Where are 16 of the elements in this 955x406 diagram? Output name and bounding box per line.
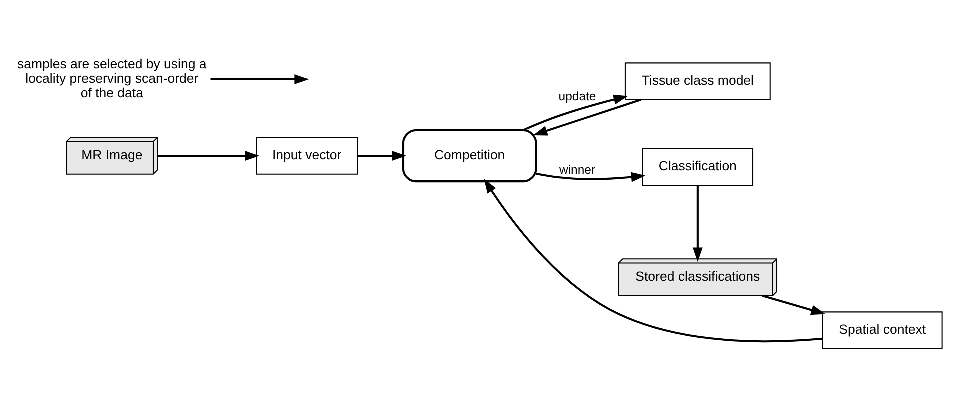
arrow xyxy=(536,172,646,182)
edge-label: update xyxy=(558,89,596,104)
arrow xyxy=(484,178,822,342)
arrow xyxy=(522,94,628,131)
arrow xyxy=(762,294,826,315)
node-box: Competition xyxy=(402,129,537,182)
node-box: Tissue class model xyxy=(624,62,770,100)
node-box: Input vector xyxy=(256,136,358,174)
node-box: Spatial context xyxy=(822,311,942,349)
arrow xyxy=(692,185,702,262)
arrow xyxy=(357,150,406,161)
node-text: samples are selected by using a locality preserving scan-order of the data xyxy=(17,56,206,100)
node-box: Classification xyxy=(642,148,754,186)
arrow xyxy=(157,150,260,161)
arrow xyxy=(532,98,641,136)
edge-label: winner xyxy=(558,162,596,177)
